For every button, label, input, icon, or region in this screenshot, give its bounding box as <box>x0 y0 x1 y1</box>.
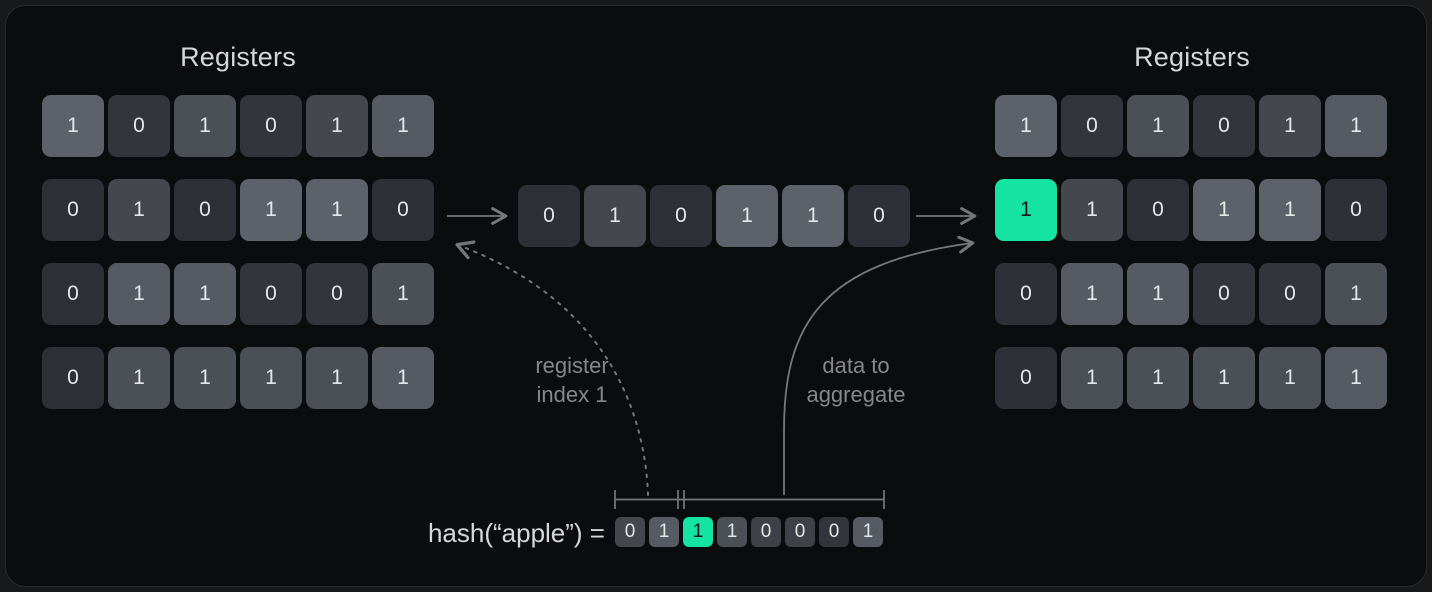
register-cell: 0 <box>1259 263 1321 325</box>
register-cell: 0 <box>785 517 815 547</box>
register-cell: 1 <box>853 517 883 547</box>
register-cell: 1 <box>306 347 368 409</box>
register-cell: 1 <box>1193 347 1255 409</box>
register-cell: 0 <box>995 263 1057 325</box>
register-index-label-line1: register <box>535 353 609 378</box>
register-cell: 0 <box>650 185 712 247</box>
register-cell: 1 <box>174 263 236 325</box>
register-cell: 0 <box>615 517 645 547</box>
register-cell: 0 <box>751 517 781 547</box>
register-cell: 1 <box>174 347 236 409</box>
register-cell: 1 <box>782 185 844 247</box>
register-cell: 1 <box>1127 347 1189 409</box>
register-cell: 0 <box>1193 95 1255 157</box>
register-cell: 0 <box>42 263 104 325</box>
hash-label: hash(“apple”) = <box>427 518 605 548</box>
register-cell: 1 <box>372 263 434 325</box>
register-cell: 1 <box>1325 347 1387 409</box>
register-cell: 0 <box>995 347 1057 409</box>
register-cell: 1 <box>372 347 434 409</box>
register-cell: 1 <box>240 179 302 241</box>
register-cell: 1 <box>1325 95 1387 157</box>
register-cell: 1 <box>1259 95 1321 157</box>
register-cell: 1 <box>1061 347 1123 409</box>
register-cell: 1 <box>108 347 170 409</box>
register-cell: 1 <box>372 95 434 157</box>
register-cell: 0 <box>372 179 434 241</box>
register-cell: 1 <box>1061 263 1123 325</box>
register-cell: 1 <box>42 95 104 157</box>
register-cell: 0 <box>108 95 170 157</box>
register-cell: 0 <box>819 517 849 547</box>
register-cell: 0 <box>1193 263 1255 325</box>
register-cell: 0 <box>306 263 368 325</box>
register-cell: 1 <box>716 185 778 247</box>
register-cell: 1 <box>1061 179 1123 241</box>
register-cell: 1 <box>584 185 646 247</box>
register-cell: 0 <box>1061 95 1123 157</box>
register-cell: 0 <box>1325 179 1387 241</box>
register-cell: 1 <box>1193 179 1255 241</box>
register-cell: 0 <box>42 179 104 241</box>
register-cell: 1 <box>174 95 236 157</box>
register-cell: 1 <box>1259 179 1321 241</box>
register-cell: 1 <box>1259 347 1321 409</box>
register-cell: 1 <box>306 179 368 241</box>
data-aggregate-label-line1: data to <box>822 353 890 378</box>
right-registers-title: Registers <box>1134 42 1250 72</box>
register-cell: 0 <box>240 95 302 157</box>
register-index-label-line2: index 1 <box>536 382 608 407</box>
register-cell: 0 <box>1127 179 1189 241</box>
register-cell: 0 <box>42 347 104 409</box>
register-cell: 0 <box>240 263 302 325</box>
highlighted-cell: 1 <box>995 179 1057 241</box>
register-cell: 1 <box>1325 263 1387 325</box>
register-cell: 1 <box>108 263 170 325</box>
data-aggregate-label: data to aggregate <box>761 351 951 409</box>
register-cell: 1 <box>1127 263 1189 325</box>
data-aggregate-label-line2: aggregate <box>806 382 906 407</box>
register-cell: 0 <box>848 185 910 247</box>
highlighted-cell: 1 <box>683 517 713 547</box>
register-cell: 0 <box>174 179 236 241</box>
left-registers-title: Registers <box>180 42 296 72</box>
register-cell: 1 <box>649 517 679 547</box>
register-cell: 1 <box>1127 95 1189 157</box>
register-cell: 1 <box>717 517 747 547</box>
register-cell: 1 <box>108 179 170 241</box>
register-index-label: register index 1 <box>477 351 667 409</box>
register-cell: 0 <box>518 185 580 247</box>
register-cell: 1 <box>306 95 368 157</box>
register-cell: 1 <box>240 347 302 409</box>
register-cell: 1 <box>995 95 1057 157</box>
